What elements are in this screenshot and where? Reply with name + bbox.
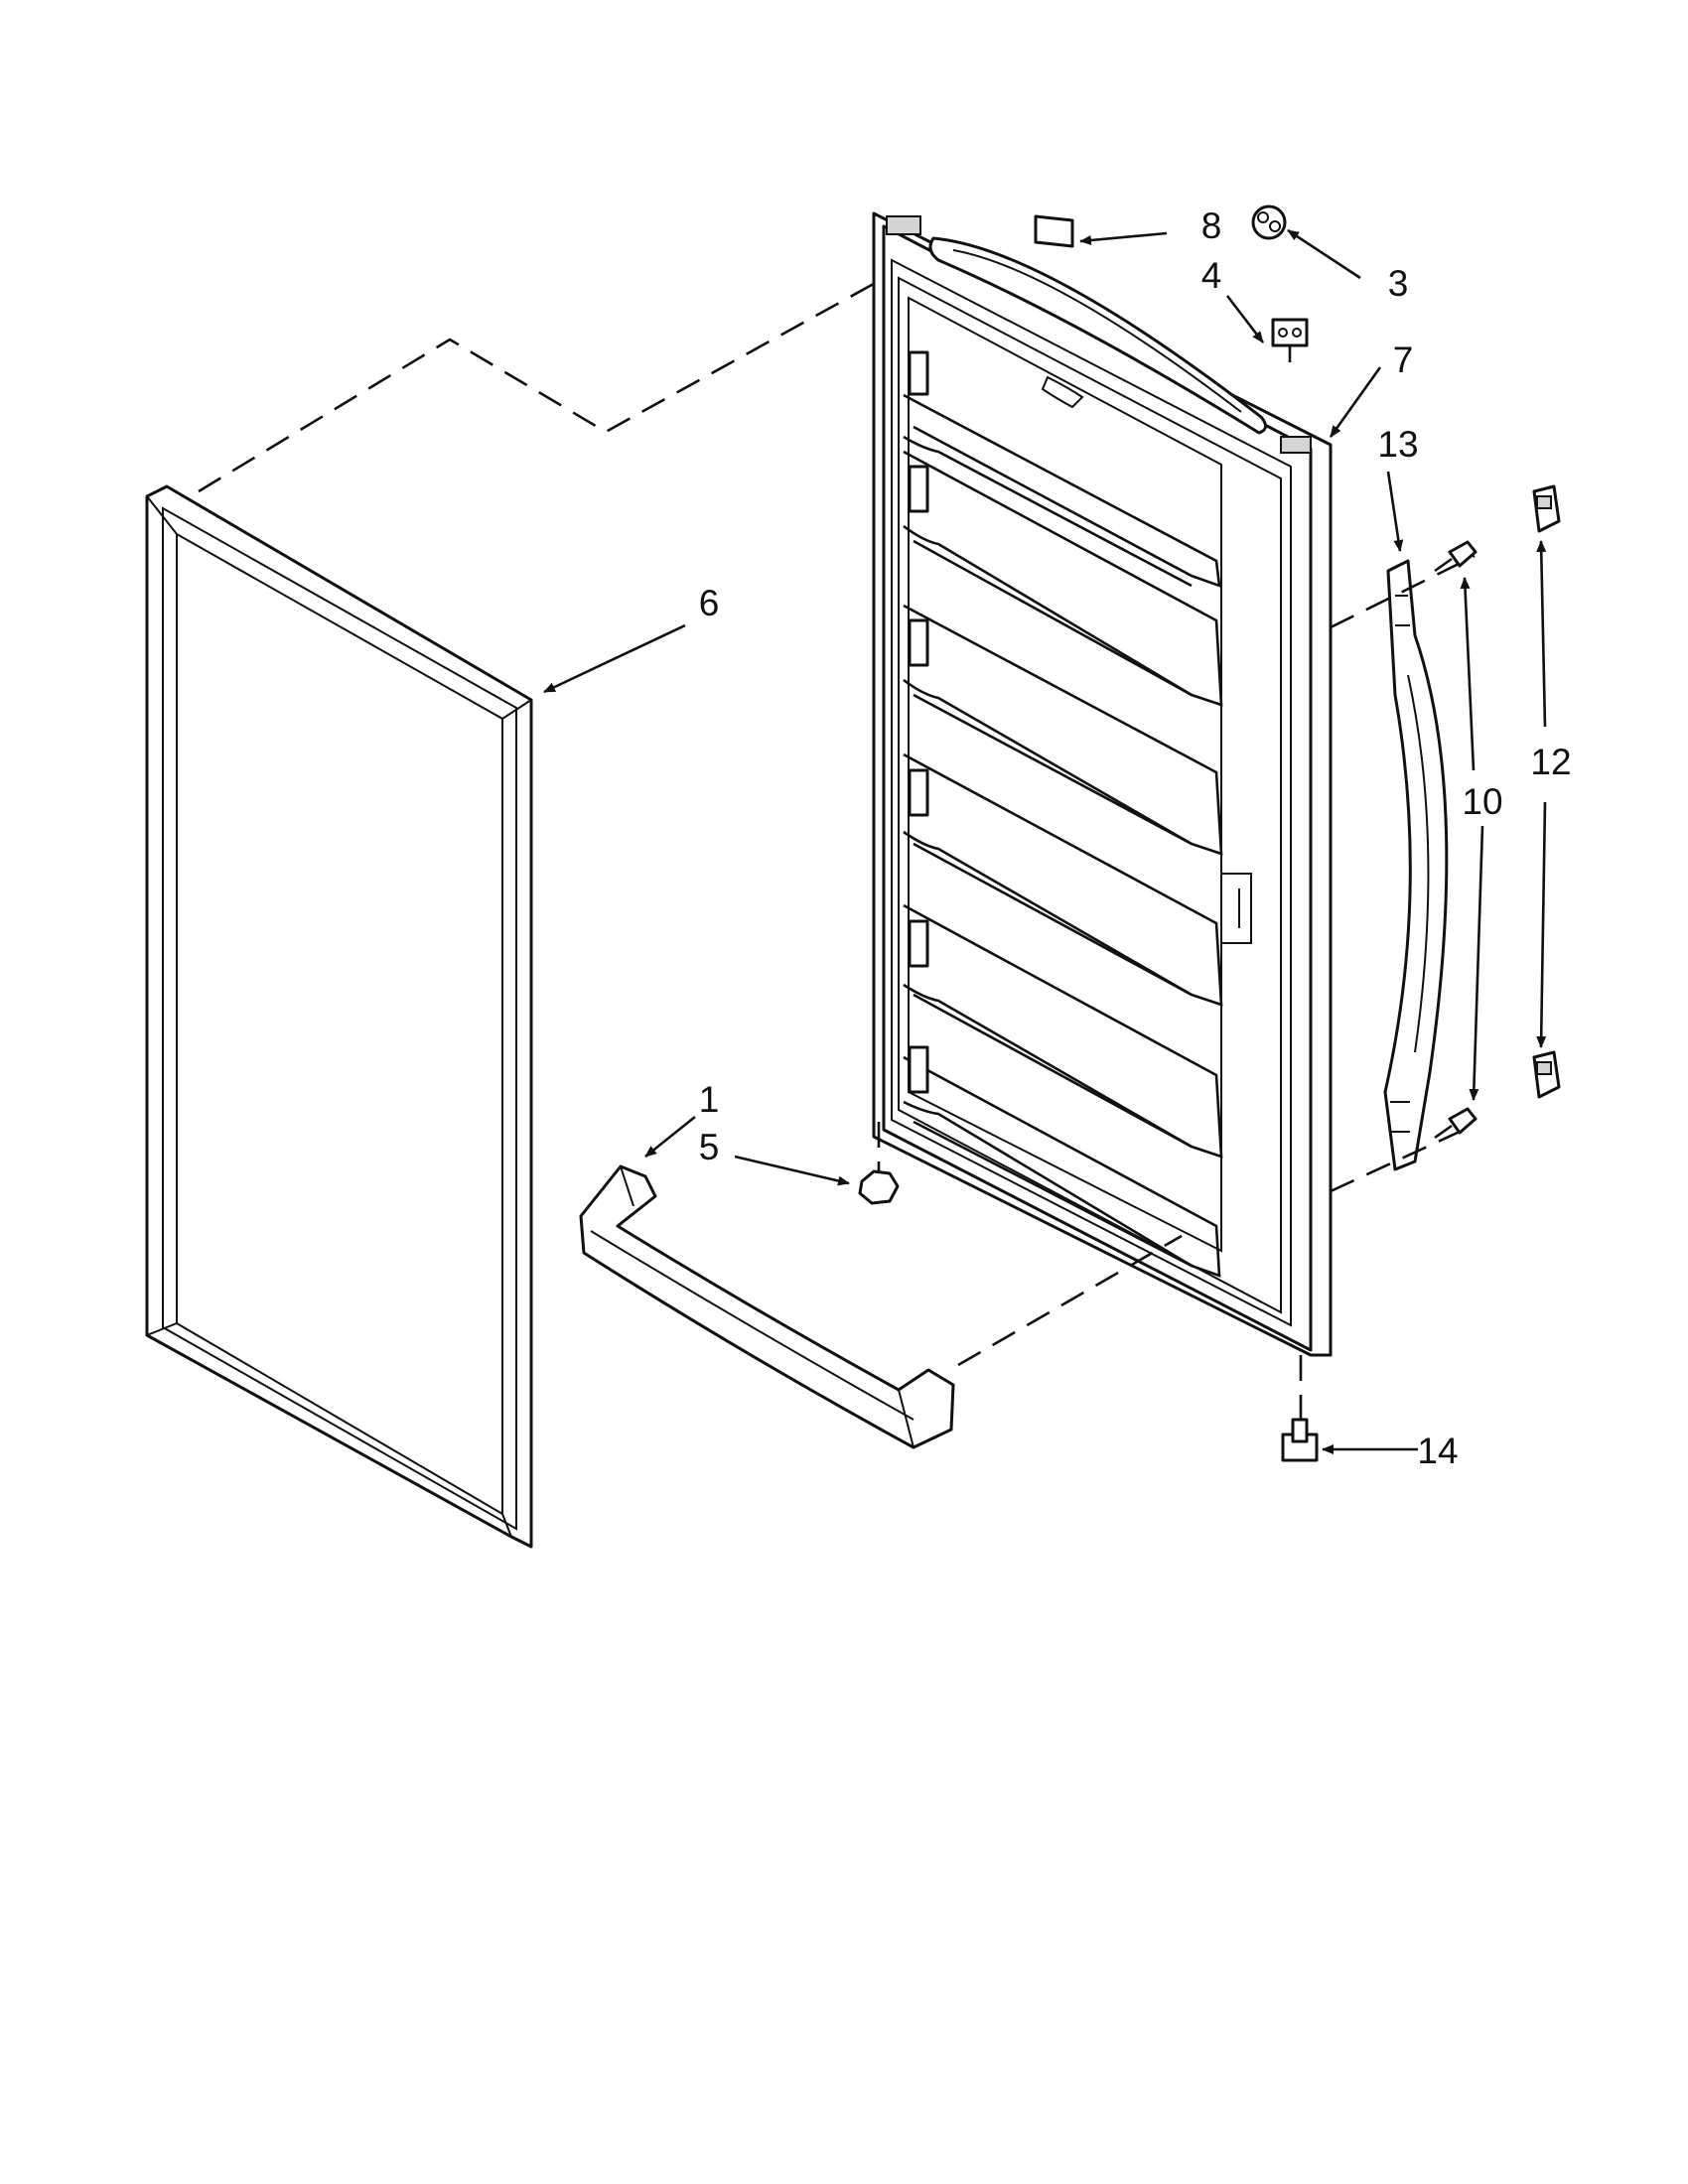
hinge-part-4 [1271, 318, 1309, 362]
door-shelves [903, 350, 1252, 1278]
door-shelf [903, 604, 1223, 856]
callout-10: 10 [1462, 781, 1502, 822]
callout-6: 6 [699, 583, 720, 623]
bearing-part-5 [858, 1122, 900, 1205]
door-assembly [872, 211, 1333, 1357]
callout-5: 5 [699, 1127, 720, 1167]
door-shelf [903, 1045, 1221, 1278]
callout-1: 1 [699, 1079, 720, 1120]
door-shelf [903, 752, 1223, 1007]
callout-8: 8 [1201, 205, 1222, 246]
callout-4: 4 [1201, 255, 1222, 296]
screws-part-10 [1434, 540, 1477, 1140]
callout-7: 7 [1393, 340, 1414, 380]
handle-part-13 [1330, 554, 1476, 1193]
door-shelf [903, 903, 1223, 1159]
callout-3: 3 [1388, 263, 1409, 304]
door-shelf [903, 350, 1221, 588]
door-bin-part-1 [579, 1164, 1183, 1449]
brackets-part-12 [1532, 484, 1561, 1099]
callout-14: 14 [1417, 1431, 1458, 1471]
callout-12: 12 [1530, 742, 1571, 782]
door-shelf [903, 450, 1223, 707]
callout-13: 13 [1377, 424, 1418, 465]
plug-part-3 [1251, 205, 1287, 240]
label-part-8 [1034, 214, 1074, 248]
door-gasket-part-6 [145, 268, 900, 1549]
lower-hinge-part-14 [1281, 1355, 1319, 1462]
leader-arrows [543, 228, 1547, 1454]
